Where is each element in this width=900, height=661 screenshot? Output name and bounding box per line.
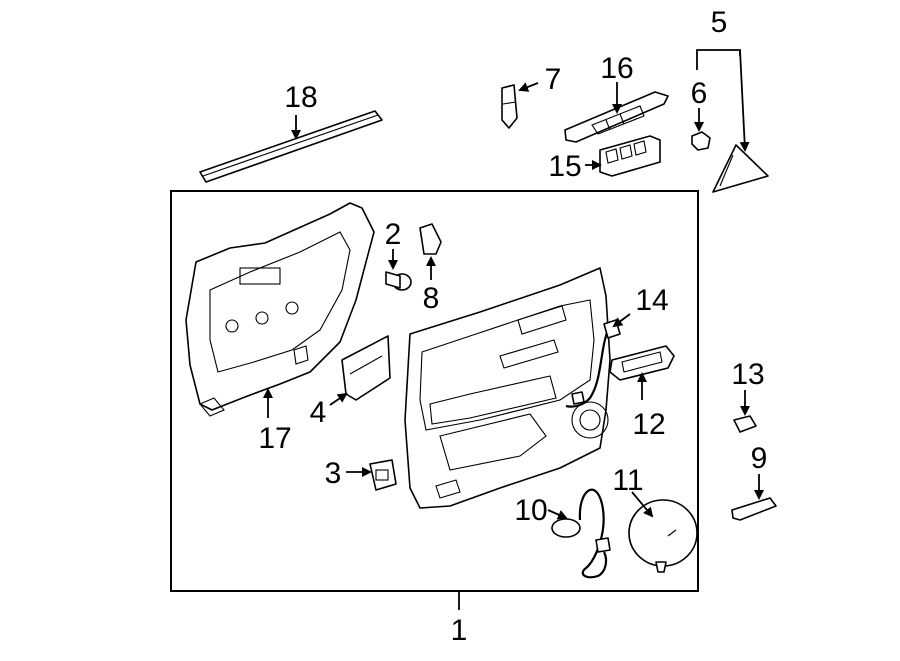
leader-5 <box>739 49 750 152</box>
part-1-door-trim-panel <box>404 267 611 509</box>
callout-17: 17 <box>258 422 291 455</box>
part-3-switch <box>369 459 397 491</box>
part-18-belt-molding <box>199 110 383 183</box>
callout-15: 15 <box>548 150 581 183</box>
callout-8: 8 <box>423 282 440 315</box>
callout-6: 6 <box>691 77 708 110</box>
part-10-harness <box>551 488 611 579</box>
leader-11 <box>631 491 654 518</box>
part-2-push-pin <box>385 271 412 291</box>
callout-3: 3 <box>325 457 342 490</box>
part-9-trim-strip <box>731 497 777 521</box>
part-15-window-switch <box>599 135 661 177</box>
callout-9: 9 <box>751 442 768 475</box>
leader-5-bracket <box>696 49 741 70</box>
callout-7: 7 <box>545 63 562 96</box>
callout-16: 16 <box>600 52 633 85</box>
part-16-switch-bezel <box>564 91 669 143</box>
part-8-handle-insert <box>419 223 442 255</box>
part-13-cap <box>733 415 757 433</box>
part-6-small-clip <box>691 131 711 151</box>
callout-13: 13 <box>731 358 764 391</box>
leader-4 <box>329 392 348 406</box>
part-5-mirror-patch <box>712 144 769 193</box>
part-4-bracket <box>341 335 391 401</box>
leader-14 <box>612 313 631 328</box>
assembly-frame <box>170 190 699 592</box>
callout-10: 10 <box>514 494 547 527</box>
part-7-clip <box>501 84 518 129</box>
callout-4: 4 <box>310 396 327 429</box>
leader-10 <box>547 509 568 520</box>
part-11-speaker <box>628 499 698 573</box>
part-12-door-handle <box>609 345 675 381</box>
leader-7 <box>518 82 539 92</box>
callout-12: 12 <box>632 408 665 441</box>
part-17-inner-panel <box>185 202 375 417</box>
callout-2: 2 <box>385 218 402 251</box>
callout-11: 11 <box>612 464 643 497</box>
callout-1: 1 <box>451 614 468 647</box>
callout-5: 5 <box>711 6 728 39</box>
callout-18: 18 <box>284 81 317 114</box>
callout-14: 14 <box>635 284 668 317</box>
